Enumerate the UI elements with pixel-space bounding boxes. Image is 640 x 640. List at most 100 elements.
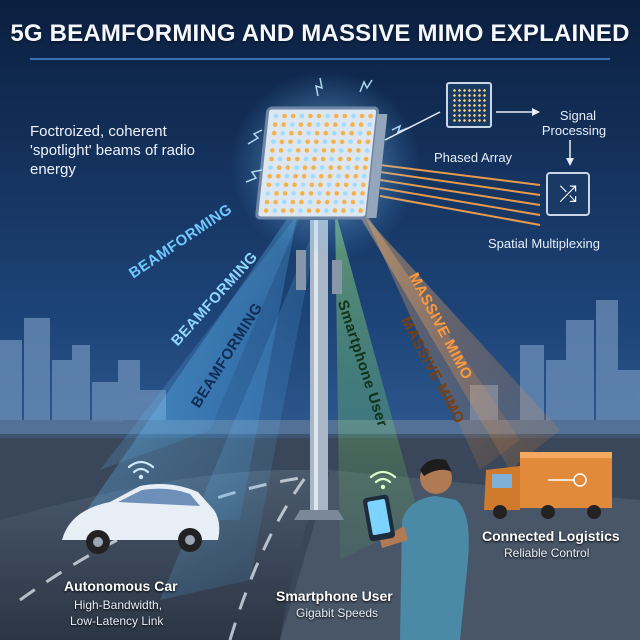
antenna-element xyxy=(281,208,286,213)
spatial-multiplexing-label: Spatial Multiplexing xyxy=(488,236,601,251)
antenna-element xyxy=(285,165,291,170)
antenna-element xyxy=(364,148,370,153)
truck-caption-title: Connected Logistics xyxy=(482,528,620,544)
antenna-element xyxy=(300,191,305,196)
antenna-element xyxy=(264,199,270,205)
antenna-element xyxy=(350,199,356,205)
antenna-element xyxy=(361,182,366,188)
antenna-element xyxy=(288,139,293,145)
phased-array-panel xyxy=(255,106,388,220)
antenna-element xyxy=(296,139,302,145)
antenna-element xyxy=(324,199,330,205)
car-caption-line1: High-Bandwidth, xyxy=(74,598,163,612)
antenna-element xyxy=(299,199,304,205)
antenna-element xyxy=(330,148,335,153)
antenna-element xyxy=(315,208,321,213)
antenna-element xyxy=(342,113,348,119)
antenna-element xyxy=(300,182,306,188)
antenna-element xyxy=(290,199,296,205)
antenna-element xyxy=(281,199,287,205)
antenna-element xyxy=(367,122,373,127)
antenna-element xyxy=(316,113,322,119)
antenna-element xyxy=(293,173,298,179)
antenna-element xyxy=(321,148,327,153)
antenna-element xyxy=(316,199,321,205)
person-illustration xyxy=(363,459,469,640)
truck-caption-sub: Reliable Control xyxy=(504,546,590,560)
antenna-element xyxy=(315,122,321,127)
antenna-element xyxy=(304,148,310,153)
phone-caption-sub: Gigabit Speeds xyxy=(296,606,379,620)
cell-tower xyxy=(294,220,344,520)
antenna-element xyxy=(334,191,340,196)
antenna-element xyxy=(340,130,346,136)
antenna-element xyxy=(282,191,288,196)
antenna-element xyxy=(349,130,354,136)
signal-processing-label-2: Processing xyxy=(541,123,607,138)
antenna-element xyxy=(329,156,335,162)
antenna-element xyxy=(323,130,329,136)
antenna-element xyxy=(276,173,281,179)
antenna-element xyxy=(307,199,313,205)
antenna-element xyxy=(307,122,312,127)
antenna-element xyxy=(314,139,319,145)
antenna-element xyxy=(289,130,294,136)
antenna-element xyxy=(327,173,333,179)
antenna-element xyxy=(343,182,349,188)
antenna-element xyxy=(358,208,364,213)
antenna-element xyxy=(263,208,269,213)
antenna-element xyxy=(275,182,280,188)
antenna-element xyxy=(287,148,292,153)
phased-array-label: Phased Array xyxy=(434,150,513,165)
antenna-element xyxy=(353,173,359,179)
antenna-element xyxy=(306,130,311,136)
antenna-element xyxy=(351,191,357,196)
antenna-element xyxy=(335,182,340,188)
antenna-element xyxy=(333,199,339,205)
antenna-element xyxy=(274,191,279,196)
antenna-element xyxy=(359,113,365,119)
antenna-element xyxy=(357,139,362,145)
antenna-element xyxy=(267,173,273,179)
antenna-element xyxy=(346,156,352,162)
antenna-element xyxy=(344,173,350,179)
antenna-element xyxy=(328,165,334,170)
signal-processing-label-1: Signal xyxy=(559,108,597,123)
antenna-element xyxy=(268,165,273,170)
antenna-element xyxy=(363,156,369,162)
antenna-element xyxy=(273,113,279,119)
antenna-element xyxy=(362,165,368,170)
antenna-element xyxy=(333,122,338,127)
antenna-element xyxy=(319,165,325,170)
antenna-element xyxy=(332,208,338,213)
antenna-element xyxy=(360,191,365,196)
antenna-element xyxy=(290,113,296,119)
antenna-element xyxy=(349,208,355,213)
antenna-element xyxy=(333,113,339,119)
antenna-element xyxy=(324,122,330,127)
antenna-element xyxy=(319,173,324,179)
antenna-element xyxy=(351,113,356,119)
antenna-element xyxy=(298,122,304,127)
page-title: 5G BEAMFORMING AND MASSIVE MIMO EXPLAINE… xyxy=(10,20,630,47)
antenna-element xyxy=(336,173,341,179)
antenna-element xyxy=(338,156,343,162)
phone-caption-title: Smartphone User xyxy=(276,588,393,604)
antenna-element xyxy=(294,165,299,170)
antenna-element xyxy=(286,156,292,162)
antenna-element xyxy=(298,208,303,213)
antenna-element xyxy=(306,208,312,213)
antenna-element xyxy=(342,199,347,205)
antenna-element xyxy=(352,182,358,188)
chip-icon xyxy=(446,82,492,128)
antenna-element xyxy=(348,139,354,145)
antenna-element xyxy=(343,191,348,196)
truck-illustration xyxy=(484,452,612,519)
intro-text: Foctroized, coherent 'spotlight' beams o… xyxy=(30,123,195,178)
antenna-element xyxy=(269,156,274,162)
antenna-element xyxy=(276,165,282,170)
antenna-element xyxy=(281,122,287,127)
antenna-element xyxy=(314,130,320,136)
antenna-element xyxy=(325,113,330,119)
